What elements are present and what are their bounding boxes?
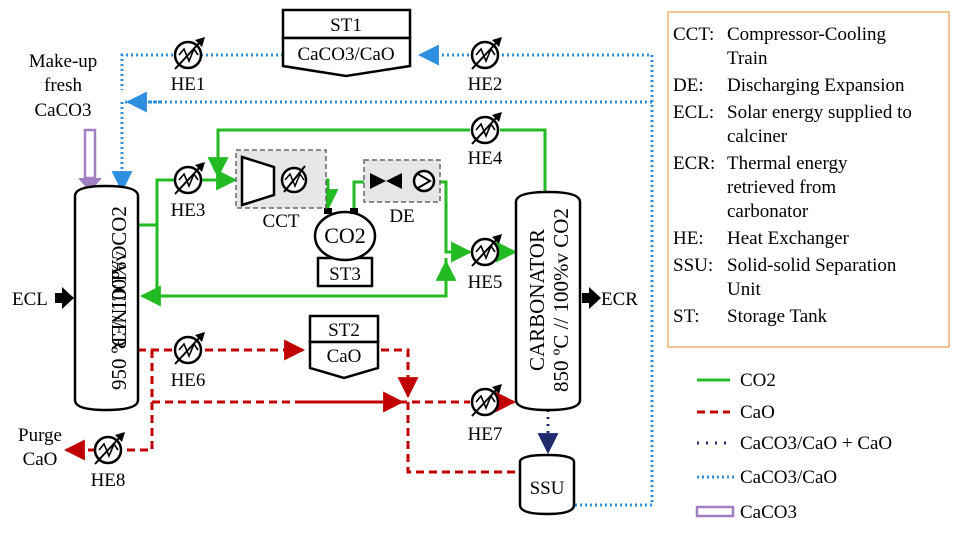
- abbreviation-key: ST:: [673, 306, 700, 327]
- legend-item: CaCO3: [695, 502, 797, 523]
- legend-item: CO2: [697, 370, 776, 391]
- heat-exchanger-he1[interactable]: HE1: [171, 37, 206, 95]
- st1-tank[interactable]: ST1 CaCO3/CaO: [281, 8, 412, 78]
- abbreviation-text: carbonator: [727, 201, 809, 222]
- abbreviation-text: calciner: [727, 126, 788, 147]
- legend-label: CaCO3: [740, 502, 797, 523]
- st1-content: CaCO3/CaO: [297, 44, 394, 65]
- legend-label: CO2: [740, 370, 776, 391]
- makeup-arrow: [78, 128, 102, 192]
- legend-item: CaCO3/CaO + CaO: [697, 433, 892, 454]
- st2-label: ST2: [328, 320, 360, 341]
- makeup-line2: fresh: [44, 75, 82, 96]
- legend-label: CaO: [740, 402, 775, 423]
- abbreviation-text: Thermal energy: [727, 153, 848, 174]
- abbreviation-entry: HE: Heat Exchanger: [673, 228, 850, 249]
- cao-lines: [63, 339, 520, 474]
- heat-exchanger-he4[interactable]: HE4: [468, 112, 503, 169]
- legend-label: CaCO3/CaO: [740, 467, 837, 488]
- heat-exchanger-he3[interactable]: HE3: [171, 162, 206, 221]
- abbreviation-key: CCT:: [673, 24, 714, 45]
- abbreviation-text: Heat Exchanger: [727, 228, 850, 249]
- abbreviation-entry: ECR: Thermal energy retrieved from carbonat…: [673, 153, 848, 222]
- calciner-label: CALCINER: [107, 246, 131, 351]
- carbonator-conditions: 850 ºC // 100%v CO2: [549, 208, 573, 392]
- de-label: DE: [389, 206, 414, 227]
- heat-exchanger-label: HE2: [468, 74, 503, 95]
- abbreviation-text: Solid-solid Separation: [727, 255, 897, 276]
- purge-text: Purge CaO: [18, 425, 62, 470]
- purge-line2: CaO: [23, 449, 58, 470]
- abbreviation-key: DE:: [673, 75, 704, 96]
- abbreviation-text: Discharging Expansion: [727, 75, 905, 96]
- legend-swatch: [695, 505, 735, 518]
- ecl-arrow: ECL: [12, 287, 74, 310]
- st2-content: CaO: [327, 346, 362, 367]
- makeup-text: Make-up fresh CaCO3: [29, 51, 98, 121]
- heat-exchanger-he5[interactable]: HE5: [468, 234, 503, 293]
- abbreviation-key: HE:: [673, 228, 704, 249]
- abbreviation-text: Compressor-Cooling: [727, 24, 887, 45]
- makeup-line3: CaCO3: [35, 100, 92, 121]
- heat-exchanger-label: HE6: [171, 370, 206, 391]
- legend-label: CaCO3/CaO + CaO: [740, 433, 892, 454]
- cct-label: CCT: [263, 211, 300, 232]
- abbreviation-key: SSU:: [673, 255, 713, 276]
- abbreviation-entry: ECL: Solar energy supplied to calciner: [673, 102, 912, 147]
- abbreviation-text: Train: [727, 48, 768, 69]
- ssu-unit[interactable]: SSU: [518, 453, 576, 516]
- heat-exchanger-he7[interactable]: HE7: [468, 384, 503, 445]
- heat-exchanger-he2[interactable]: HE2: [468, 37, 503, 95]
- legend-item: CaO: [697, 402, 775, 423]
- ecl-label: ECL: [12, 289, 48, 310]
- heat-exchanger-label: HE7: [468, 424, 503, 445]
- abbreviation-text: retrieved from: [727, 177, 836, 198]
- abbreviation-text: Solar energy supplied to: [727, 102, 912, 123]
- cct-unit[interactable]: CCT: [235, 149, 327, 232]
- de-unit[interactable]: DE: [363, 159, 441, 227]
- calciner[interactable]: CALCINER 950 ºC // 100%v CO2: [73, 184, 140, 412]
- st3-label: ST3: [329, 264, 361, 285]
- carbonator[interactable]: CARBONATOR 850 ºC // 100%v CO2: [514, 190, 582, 412]
- ecr-arrow: ECR: [582, 287, 638, 310]
- caco3-cao-lines: [111, 44, 654, 507]
- heat-exchanger-he6[interactable]: HE6: [171, 332, 206, 391]
- heat-exchanger-label: HE5: [468, 272, 503, 293]
- carbonator-label: CARBONATOR: [525, 229, 549, 371]
- abbreviation-entry: DE: Discharging Expansion: [673, 75, 905, 96]
- abbreviation-box: [667, 11, 950, 348]
- heat-exchanger-label: HE8: [91, 470, 126, 491]
- legend-item: CaCO3/CaO: [697, 467, 837, 488]
- st3-tank[interactable]: CO2 ST3: [313, 208, 377, 288]
- heat-exchanger-label: HE3: [171, 200, 206, 221]
- heat-exchanger-label: HE1: [171, 74, 206, 95]
- ecr-label: ECR: [601, 289, 638, 310]
- heat-exchanger-he8[interactable]: HE8: [91, 432, 126, 491]
- st1-label: ST1: [330, 15, 362, 36]
- abbreviation-key: ECR:: [673, 153, 715, 174]
- abbreviation-text: Storage Tank: [727, 306, 828, 327]
- heat-exchanger-label: HE4: [468, 148, 503, 169]
- st3-content: CO2: [324, 223, 366, 248]
- abbreviation-key: ECL:: [673, 102, 714, 123]
- calciner-conditions: 950 ºC // 100%v CO2: [107, 206, 131, 390]
- abbreviation-text: Unit: [727, 279, 762, 300]
- co2-lines: [138, 128, 547, 307]
- ssu-label: SSU: [530, 478, 565, 499]
- purge-line1: Purge: [18, 425, 62, 446]
- st2-tank[interactable]: ST2 CaO: [308, 314, 380, 380]
- abbreviation-entry: ST: Storage Tank: [673, 306, 828, 327]
- makeup-line1: Make-up: [29, 51, 98, 72]
